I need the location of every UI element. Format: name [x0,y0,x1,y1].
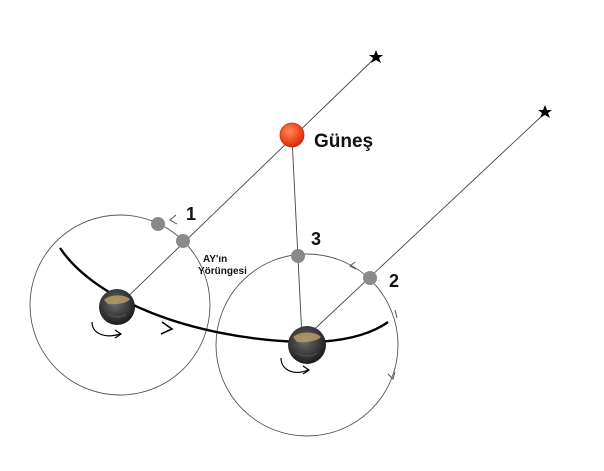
moon-orbit-1 [29,214,211,396]
sight-line-sun-earth2 [291,137,303,339]
arrow-icon [160,321,174,335]
position-label-2: 2 [389,271,399,291]
earth-icon [99,289,135,325]
arrow-icon [114,329,123,339]
moon-orbit-label-line2: Yörüngesi [198,266,247,277]
earth-rotation-arrow-2 [280,357,309,373]
arrow-icon [394,309,398,319]
sun-icon [279,122,305,148]
earth-orbit-path [59,247,389,344]
star-icon [369,50,383,63]
moon-icon [176,234,190,248]
sun-label: Güneş [314,131,373,152]
arrow-icon [302,365,311,375]
earth-rotation-arrow-1 [91,321,121,337]
sight-line-earth1-star [116,56,377,308]
arrow-icon [349,261,357,270]
earth-icon [288,326,326,364]
arrow-icon [387,371,396,380]
moon-orbit-label-line1: AY'ın [203,254,227,265]
sight-line-earth2-star [304,112,546,339]
position-label-1: 1 [186,204,196,224]
moon-orbit-2 [215,253,399,437]
moon-icon [291,249,305,263]
arrow-icon [169,214,178,225]
moon-icon [151,217,165,231]
star-icon [538,105,552,118]
position-label-3: 3 [311,229,321,249]
moon-icon [363,271,377,285]
